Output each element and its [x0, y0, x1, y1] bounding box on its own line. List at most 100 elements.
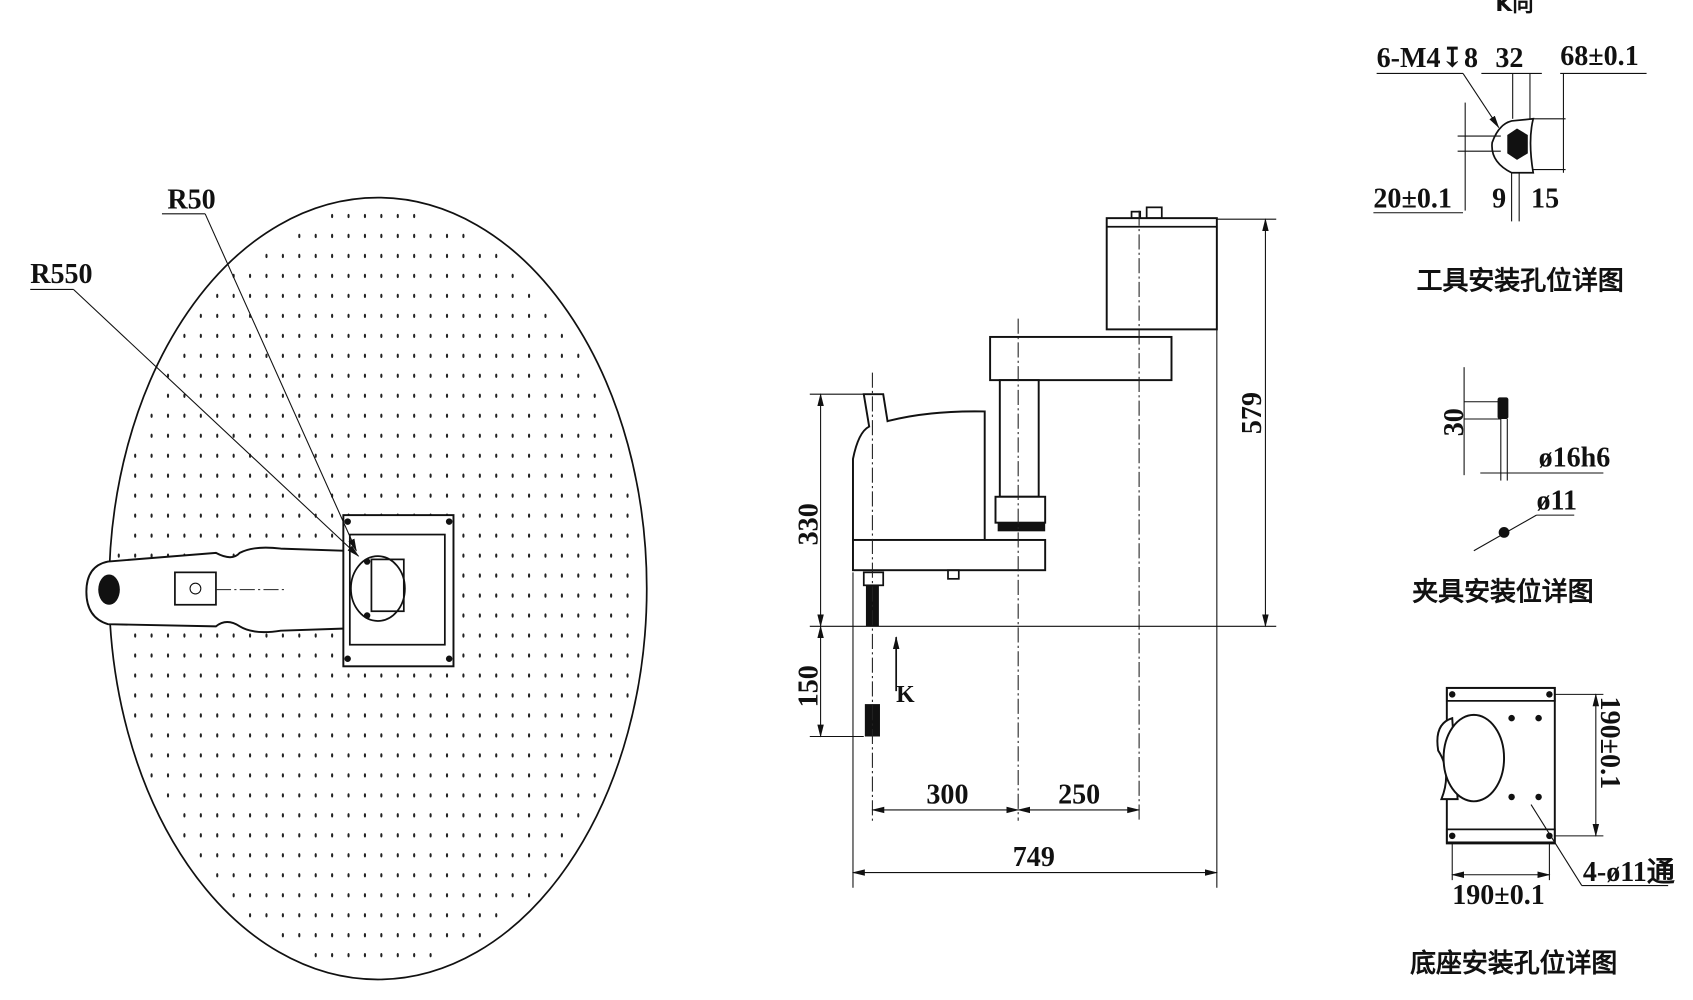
workspace-dot [462, 633, 465, 638]
workspace-dot [396, 733, 399, 738]
workspace-dot [462, 733, 465, 738]
workspace-dot [314, 833, 317, 838]
workspace-dot [248, 473, 252, 478]
workspace-dot [298, 453, 301, 458]
workspace-dot [495, 873, 498, 878]
workspace-dot [199, 633, 202, 638]
workspace-dot [248, 793, 252, 798]
workspace-dot [265, 853, 268, 858]
workspace-dot [331, 773, 334, 778]
workspace-dot [199, 773, 202, 778]
workspace-dot [281, 933, 284, 938]
workspace-dot [331, 913, 334, 918]
workspace-dot [265, 793, 268, 798]
workspace-dot [593, 633, 596, 638]
workspace-dot [216, 373, 219, 378]
workspace-dot [445, 493, 449, 498]
workspace-dot [347, 733, 350, 738]
workspace-dot [495, 313, 498, 319]
workspace-dot [429, 873, 432, 878]
workspace-dot [199, 373, 202, 378]
workspace-dot [544, 573, 547, 578]
workspace-dot [610, 733, 613, 738]
workspace-dot [232, 873, 235, 878]
workspace-dot [265, 693, 268, 698]
workspace-dot [150, 493, 153, 498]
workspace-dot [610, 553, 613, 558]
workspace-dot [593, 433, 596, 438]
workspace-dot [495, 833, 498, 838]
workspace-dot [281, 793, 284, 798]
workspace-dot [298, 353, 301, 358]
workspace-dot [216, 793, 219, 798]
workspace-dot [265, 893, 268, 898]
fixture-mount-detail: 30 ø16h6 ø11 夹具安装位详图 [1412, 367, 1610, 607]
workspace-dot [478, 873, 481, 878]
workspace-dot [577, 753, 580, 758]
tool-flange [1491, 117, 1535, 174]
workspace-dot [199, 433, 202, 438]
workspace-dot [445, 713, 449, 718]
workspace-dot [248, 833, 252, 838]
workspace-dot [134, 473, 137, 478]
workspace-dot [527, 813, 531, 818]
workspace-dot [347, 833, 350, 838]
workspace-dot [265, 833, 268, 838]
workspace-dot [396, 793, 399, 798]
workspace-dot [462, 373, 465, 378]
workspace-dot [478, 733, 481, 738]
workspace-dot [560, 693, 563, 698]
workspace-dot [232, 293, 235, 299]
workspace-dot [265, 633, 268, 638]
workspace-dot [331, 213, 334, 219]
workspace-dot [199, 853, 202, 858]
workspace-dot [199, 353, 202, 358]
workspace-dot [511, 513, 514, 518]
workspace-dot [429, 373, 432, 378]
workspace-dot [331, 793, 334, 798]
workspace-dot [429, 853, 432, 858]
workspace-dot [610, 533, 613, 538]
workspace-dot [199, 393, 202, 398]
workspace-dot [281, 693, 284, 698]
workspace-dot [199, 533, 202, 538]
workspace-dot [478, 773, 481, 778]
workspace-dot [281, 493, 284, 498]
workspace-dot [527, 453, 531, 458]
base-plate-top [342, 514, 455, 668]
workspace-dot [511, 553, 514, 558]
workspace-dot [331, 673, 334, 678]
fixture-detail-caption: 夹具安装位详图 [1412, 576, 1593, 607]
workspace-dot [560, 533, 563, 538]
workspace-dot [462, 233, 465, 239]
workspace-dot [511, 433, 514, 438]
workspace-dot [248, 333, 252, 339]
workspace-dot [593, 753, 596, 758]
workspace-dot [314, 713, 317, 718]
workspace-dot [232, 673, 235, 678]
workspace-dot [560, 333, 563, 339]
workspace-dot [363, 213, 367, 219]
workspace-dot [511, 473, 514, 478]
base-holes-label: 4-ø11通 [1583, 857, 1675, 888]
workspace-dot [331, 313, 334, 319]
workspace-dot [265, 273, 268, 279]
workspace-dot [429, 733, 432, 738]
workspace-dot [248, 393, 252, 398]
workspace-dot [413, 413, 416, 418]
workspace-dot [445, 853, 449, 858]
workspace-dot [560, 613, 563, 618]
workspace-dot [511, 893, 514, 898]
workspace-dot [495, 593, 498, 598]
workspace-dot [232, 473, 235, 478]
workspace-dot [495, 753, 498, 758]
workspace-dot [298, 233, 301, 239]
workspace-dot [495, 473, 498, 478]
workspace-dot [248, 373, 252, 378]
workspace-dot [232, 713, 235, 718]
workspace-dot [429, 413, 432, 418]
workspace-dot [199, 713, 202, 718]
workspace-dot [298, 653, 301, 658]
workspace-dot [429, 753, 432, 758]
workspace-dot [429, 833, 432, 838]
